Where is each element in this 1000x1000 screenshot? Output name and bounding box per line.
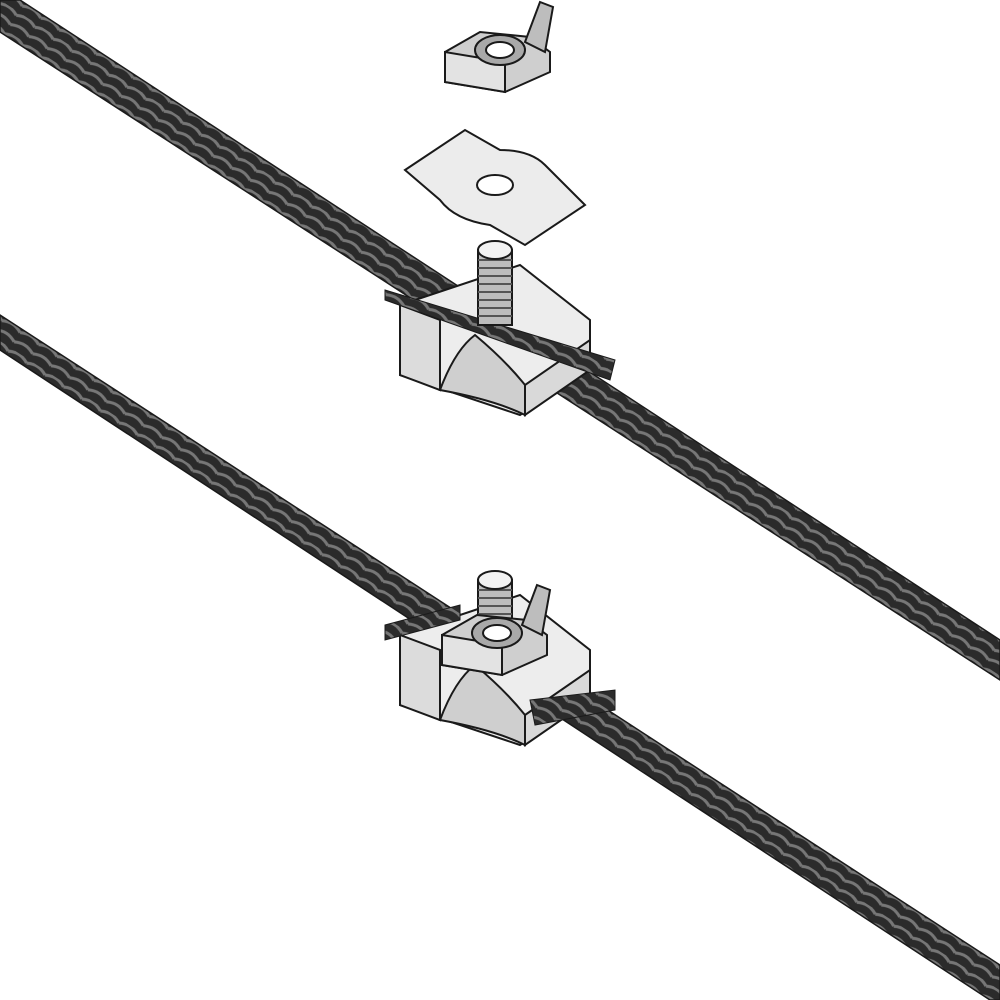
- saddle-plate: [403, 128, 587, 247]
- upper-threaded-stud: [477, 240, 513, 326]
- upper-rope-pass: [384, 289, 616, 381]
- upper-wing-nut: [444, 1, 554, 93]
- lower-rope-pass: [384, 604, 616, 726]
